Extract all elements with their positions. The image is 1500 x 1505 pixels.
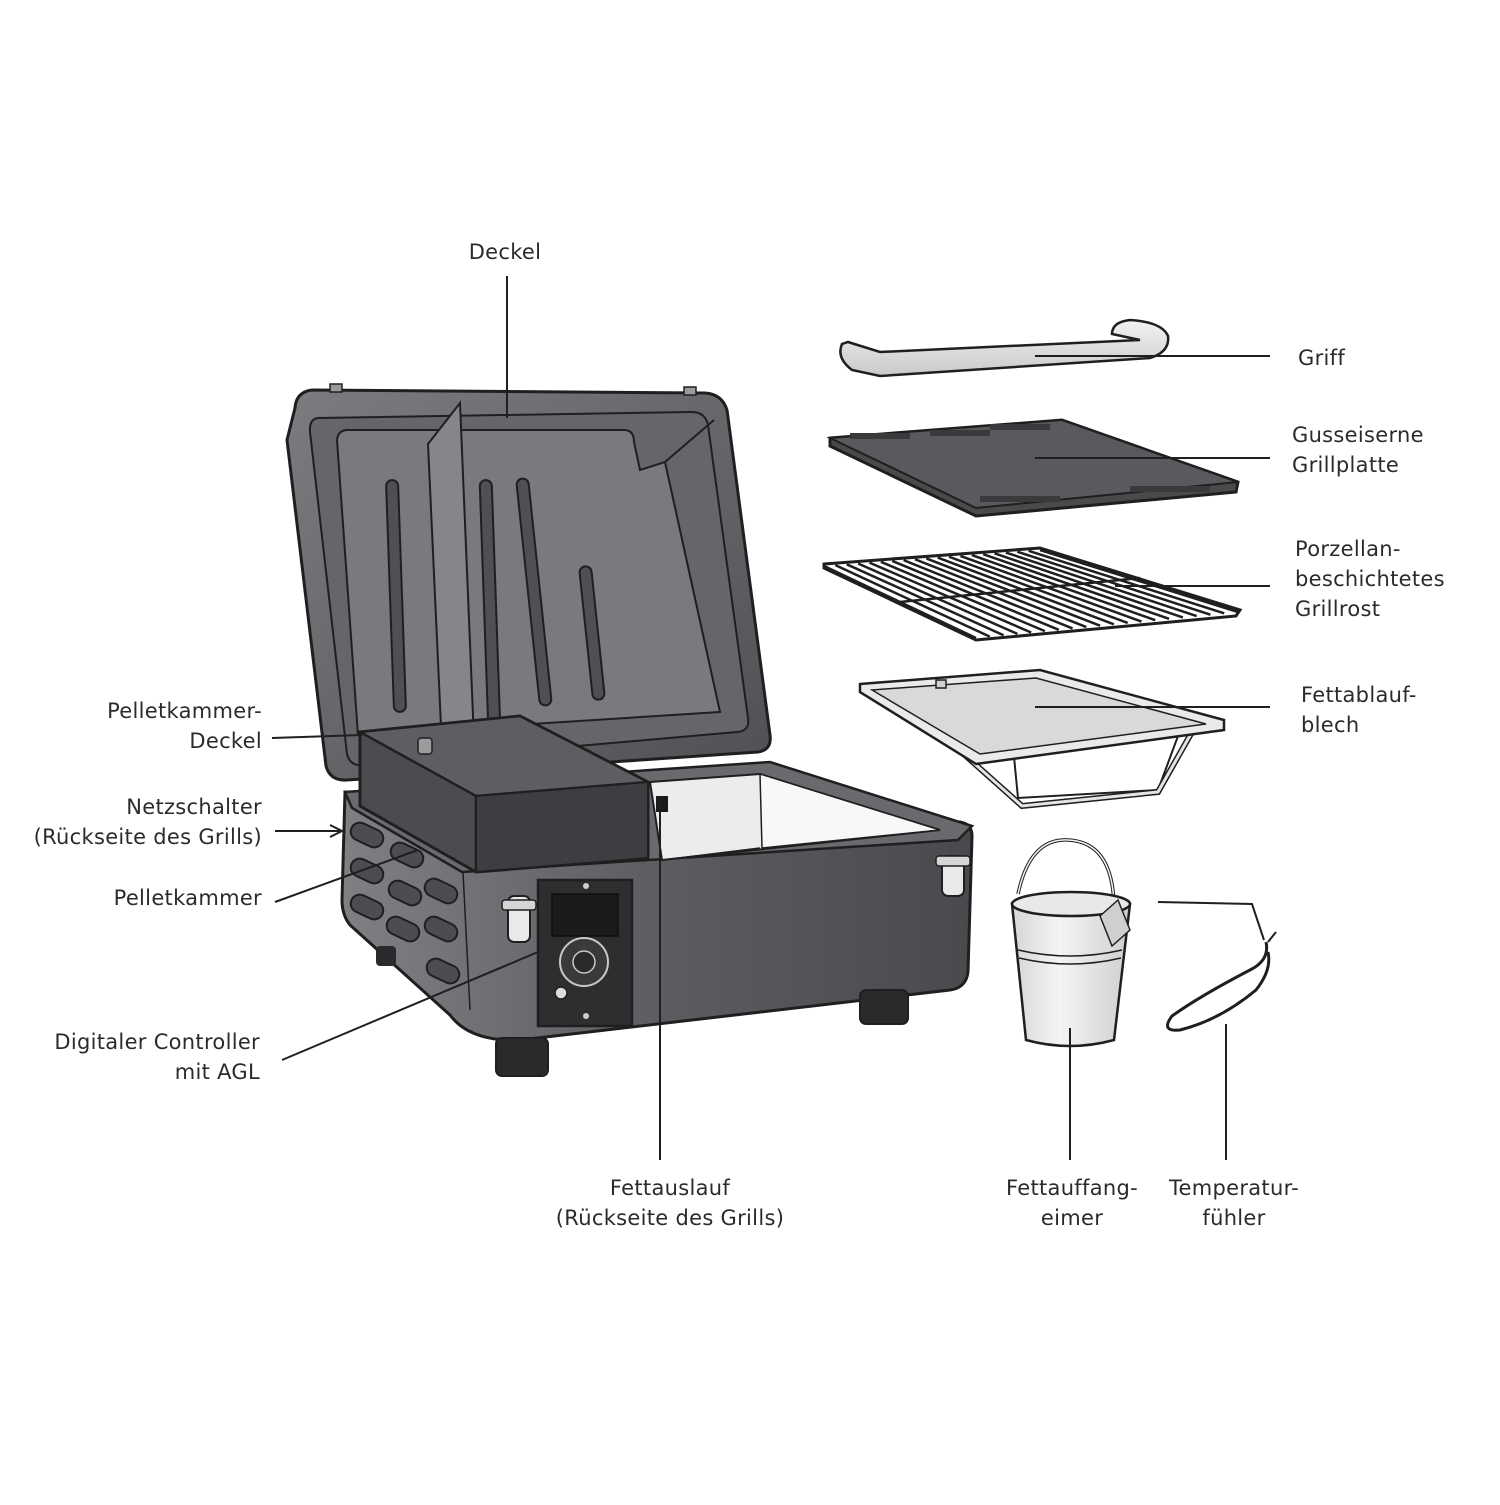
cast-iron-plate (826, 418, 1240, 518)
lid (285, 383, 772, 782)
latch-left (501, 895, 537, 943)
label-fettablaufblech: Fettablauf- blech (1301, 680, 1417, 740)
grate-bar (982, 553, 1170, 621)
label-controller: Digitaler Controller mit AGL (10, 1027, 260, 1087)
vent-louvers (349, 821, 461, 985)
label-fettauslauf-line2: (Rückseite des Grills) (555, 1206, 785, 1230)
label-fettablaufblech-line2: blech (1301, 713, 1360, 737)
label-netzschalter-line2: (Rückseite des Grills) (33, 825, 262, 849)
grill-grate (822, 546, 1243, 642)
grate-bar (948, 555, 1129, 625)
latch-right (935, 855, 971, 897)
label-fettauslauf: Fettauslauf (Rückseite des Grills) (540, 1173, 800, 1233)
label-deckel-text: Deckel (468, 240, 542, 264)
label-griff: Griff (1298, 343, 1345, 373)
label-grillplatte-line2: Grillplatte (1292, 453, 1400, 477)
label-fettauslauf-line1: Fettauslauf (609, 1176, 731, 1200)
pellet-hopper (355, 714, 653, 874)
grate-bar (994, 552, 1184, 619)
drip-tray (858, 668, 1226, 810)
grate-crossbar (899, 576, 1141, 604)
label-controller-line1: Digitaler Controller (54, 1030, 260, 1054)
label-grillrost: Porzellan- beschichtetes Grillrost (1295, 534, 1445, 624)
label-netzschalter: Netzschalter (Rückseite des Grills) (10, 792, 262, 852)
temperature-probe (1157, 901, 1277, 1032)
label-eimer-line2: eimer (1040, 1206, 1104, 1230)
grate-bar (1016, 550, 1211, 616)
grease-bucket (1010, 838, 1132, 1048)
grate-bar (1028, 549, 1225, 615)
label-griff-text: Griff (1298, 346, 1346, 370)
label-pelletkammer-deckel: Pelletkammer- Deckel (30, 696, 262, 756)
grate-bar (959, 554, 1142, 623)
grease-drain (656, 796, 668, 812)
label-pelletkammer: Pelletkammer (30, 883, 262, 913)
grate-bar (1005, 551, 1198, 618)
grate-bar (1039, 548, 1239, 614)
label-grillrost-line2: beschichtetes (1295, 567, 1445, 591)
handle-part (839, 318, 1170, 378)
label-eimer-line1: Fettauffang- (1006, 1176, 1138, 1200)
label-pelletkammer-text: Pelletkammer (113, 886, 262, 910)
label-netzschalter-line1: Netzschalter (126, 795, 262, 819)
label-grillplatte: Gusseiserne Grillplatte (1292, 420, 1424, 480)
label-pelletkammer-deckel-line1: Pelletkammer- (107, 699, 262, 723)
label-grillrost-line1: Porzellan- (1295, 537, 1401, 561)
label-fuehler-line2: fühler (1202, 1206, 1266, 1230)
label-fettablaufblech-line1: Fettablauf- (1301, 683, 1417, 707)
grate-bar (971, 553, 1156, 622)
digital-controller (536, 878, 634, 1028)
grate-bar (937, 556, 1115, 626)
label-fuehler-line1: Temperatur- (1168, 1176, 1300, 1200)
label-controller-line2: mit AGL (174, 1060, 260, 1084)
label-eimer: Fettauffang- eimer (992, 1173, 1152, 1233)
label-grillplatte-line1: Gusseiserne (1292, 423, 1424, 447)
label-pelletkammer-deckel-line2: Deckel (189, 729, 262, 753)
label-fuehler: Temperatur- fühler (1156, 1173, 1312, 1233)
label-grillrost-line3: Grillrost (1295, 597, 1381, 621)
grate-bar (925, 557, 1101, 627)
leader-lines (271, 276, 1270, 1160)
label-deckel: Deckel (440, 237, 570, 267)
